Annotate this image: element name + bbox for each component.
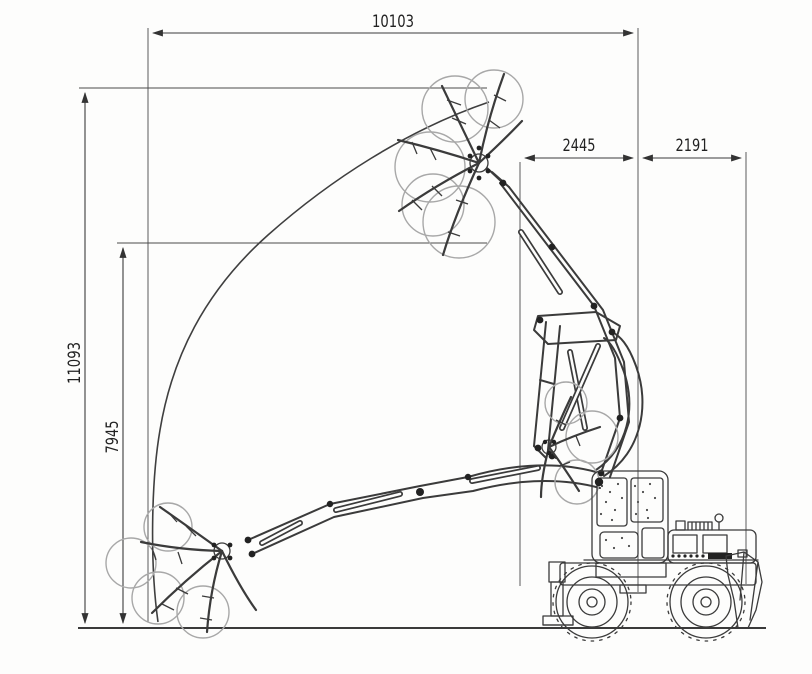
boom-ground-position (244, 464, 601, 558)
front-wheel (552, 562, 632, 642)
grapple-top-position (394, 69, 524, 259)
rear-blade (725, 551, 763, 629)
dimension-upper-rear: 2191 (641, 136, 747, 584)
dimension-max-height: 11093 (65, 87, 487, 625)
brand-strip (708, 553, 732, 559)
exhaust-cap-icon (675, 520, 686, 531)
dim-label-upper-rear: 2191 (676, 136, 709, 156)
engine-compartment (667, 513, 757, 564)
dim-label-max-height: 11093 (65, 342, 85, 384)
engine-grille-right (702, 534, 728, 554)
rear-wheel (666, 562, 746, 642)
engine-grille-left (672, 534, 698, 554)
air-cleaner-cap-icon (714, 513, 724, 523)
boom-raised-position (486, 167, 630, 478)
engine-vent-comb (687, 521, 713, 531)
reach-envelope-arc (151, 101, 490, 623)
front-stabilizer (542, 561, 574, 626)
grapple-ground-position (105, 502, 258, 639)
cab-rear-window (630, 477, 664, 523)
turntable (595, 562, 667, 578)
cab-front-window (596, 477, 628, 527)
machine-body (542, 470, 763, 642)
dim-label-mid-height: 7945 (103, 421, 123, 454)
boom-foot-pivot (594, 477, 604, 487)
dimension-mid-height: 7945 (103, 242, 487, 625)
cab (591, 470, 669, 564)
dimension-max-reach: 10103 (147, 12, 635, 622)
under-step (619, 584, 647, 594)
cab-door (641, 527, 665, 559)
grapple-folded-position (539, 381, 619, 505)
dim-label-max-reach: 10103 (372, 12, 414, 32)
dim-label-upper-front: 2445 (563, 136, 596, 156)
cab-lower-panel (599, 531, 639, 559)
